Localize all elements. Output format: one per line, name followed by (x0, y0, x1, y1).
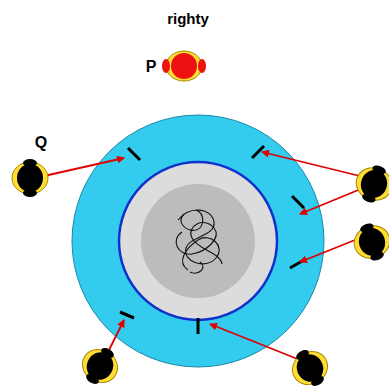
molecule-label: Q (35, 135, 47, 151)
molecule-name: righty (167, 11, 209, 26)
molecule-label: P (146, 59, 157, 75)
